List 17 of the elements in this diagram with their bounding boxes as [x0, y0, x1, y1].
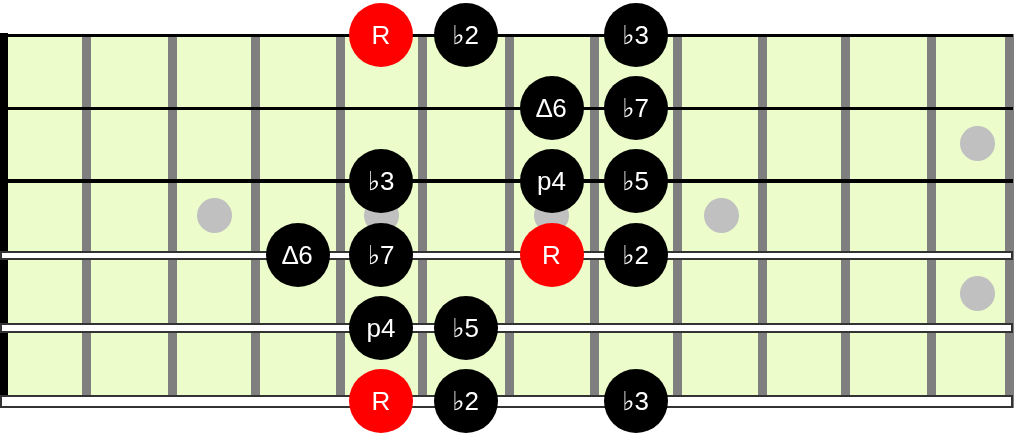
interval-label: R	[542, 242, 561, 268]
interval-label: ♭7	[622, 95, 649, 121]
interval-label: ♭5	[622, 168, 649, 194]
interval-label: ♭5	[452, 315, 479, 341]
interval-label: ♭2	[452, 22, 479, 48]
interval-label: ♭3	[622, 388, 649, 414]
interval-label: ♭3	[622, 22, 649, 48]
interval-label: ♭2	[452, 388, 479, 414]
interval-label: ∆6	[282, 242, 313, 268]
interval-label: p4	[366, 315, 396, 341]
interval-label: R	[371, 22, 391, 48]
interval-label: ♭3	[367, 168, 395, 194]
interval-label: ♭2	[622, 242, 649, 268]
interval-label: ♭7	[367, 242, 395, 268]
interval-label: p4	[537, 168, 566, 194]
interval-label: ∆6	[536, 95, 567, 121]
interval-label: R	[371, 388, 391, 414]
